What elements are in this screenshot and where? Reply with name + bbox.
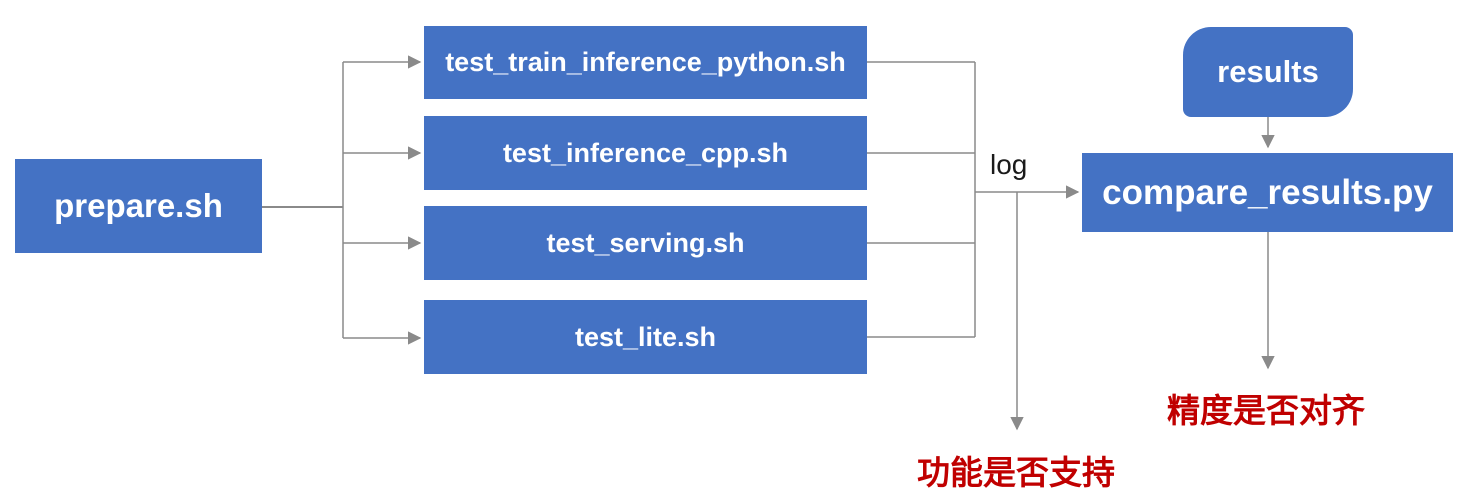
node-results: results — [1183, 27, 1353, 117]
outcome-function-support-label: 功能是否支持 — [917, 454, 1115, 491]
node-compare-results-py: compare_results.py — [1082, 153, 1453, 232]
outcome-precision-aligned-label: 精度是否对齐 — [1167, 392, 1365, 429]
node-test-lite-sh: test_lite.sh — [424, 300, 867, 374]
node-test-serving-sh: test_serving.sh — [424, 206, 867, 280]
node-prepare-sh: prepare.sh — [15, 159, 262, 253]
edge-label-log: log — [990, 149, 1028, 180]
node-test-inference-cpp-sh: test_inference_cpp.sh — [424, 116, 867, 190]
node-test-train-inference-python-sh: test_train_inference_python.sh — [424, 26, 867, 99]
